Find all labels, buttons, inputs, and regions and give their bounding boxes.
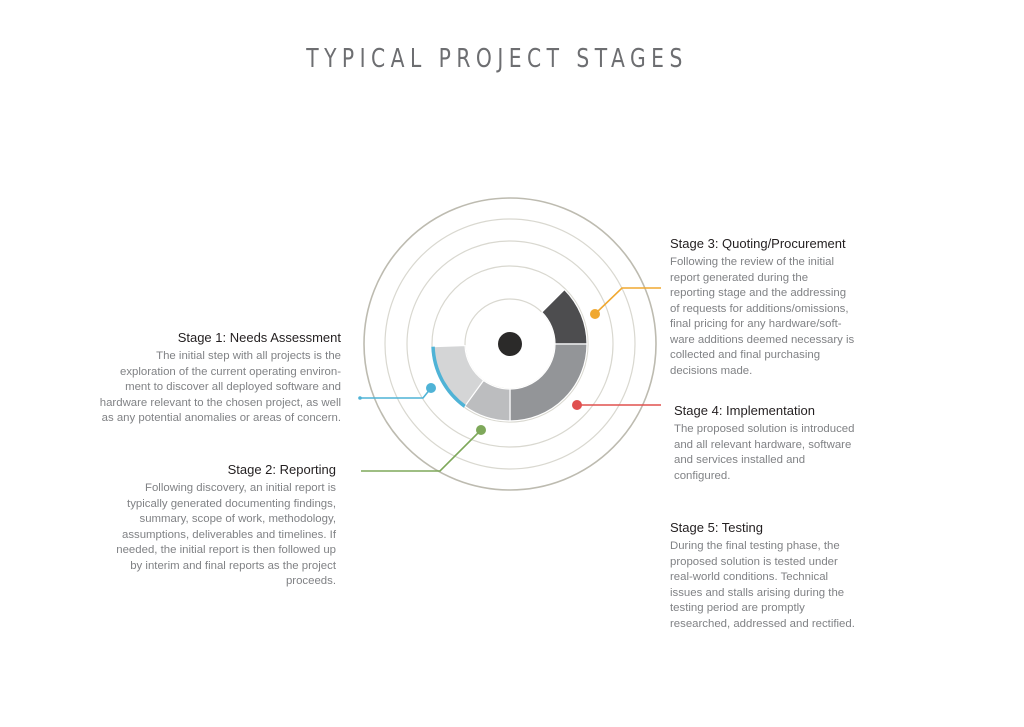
stage-description-line: issues and stalls arising during the [670, 586, 845, 599]
stage-3-connector-line [594, 287, 661, 315]
stage-description-line: Following discovery, an initial report i… [145, 482, 336, 494]
stage-description-line: decisions made. [670, 364, 753, 377]
stage-description-line: as any potential anomalies or areas of c… [101, 412, 341, 424]
stage-description-line: exploration of the current operating env… [120, 365, 341, 378]
callout-connectors [358, 287, 661, 472]
center-dot [498, 332, 522, 356]
stage-description-line: configured. [674, 469, 731, 482]
stage-description-line: ment to discover all deployed software a… [125, 381, 341, 393]
stage-description-line: The proposed solution is introduced [674, 423, 855, 435]
stage-description-line: needed, the initial report is then follo… [116, 544, 336, 556]
stage-description-line: typically generated documenting findings… [127, 497, 336, 510]
ring [384, 218, 636, 470]
stage-4-connector-dot [572, 400, 582, 410]
ring [406, 240, 614, 448]
stage-description-line: researched, addressed and rectified. [670, 617, 855, 630]
stage-description-line: hardware relevant to the chosen project,… [99, 396, 341, 409]
stage-description-line: real-world conditions. Technical [670, 571, 829, 583]
ring [363, 197, 657, 491]
stage-description-line: and all relevant hardware, software [674, 438, 852, 451]
page-title: TYPICAL PROJECT STAGES [306, 44, 688, 74]
concentric-rings [363, 197, 657, 491]
stage-description-line: Following the review of the initial [670, 256, 834, 268]
stage-3-connector-dot [590, 309, 600, 319]
stage-description-line: of requests for additions/omissions, [670, 302, 849, 315]
stage-2-connector-dot [476, 425, 486, 435]
stage-description-line: reporting stage and the addressing [670, 287, 847, 299]
stage-description-line: final pricing for any hardware/soft- [670, 318, 842, 330]
stage-description-line: During the final testing phase, the [670, 540, 840, 552]
segment-stage-3 [540, 288, 588, 345]
stage-2-connector-line [361, 429, 482, 472]
stage-description-line: proposed solution is tested under [670, 555, 838, 568]
stage-description-line: proceeds. [285, 575, 336, 587]
stage-description-line: assumptions, deliverables and timelines.… [122, 528, 336, 541]
stage-description-line: collected and final purchasing [670, 349, 821, 361]
stage-heading: Stage 1: Needs Assessment [177, 330, 341, 345]
donut-segments [431, 288, 588, 422]
stage-description-line: The initial step with all projects is th… [156, 350, 341, 362]
stage-1-highlight-arc [431, 346, 466, 408]
stage-1-connector-dot [426, 383, 436, 393]
stage-description-line: by interim and final reports as the proj… [130, 559, 336, 572]
stage-heading: Stage 5: Testing [670, 520, 763, 535]
stage-description-line: report generated during the [670, 271, 809, 284]
stage-heading: Stage 2: Reporting [227, 462, 336, 477]
stage-heading: Stage 4: Implementation [674, 403, 815, 418]
stage-heading: Stage 3: Quoting/Procurement [670, 236, 846, 251]
stage-description-line: summary, scope of work, methodology, [139, 513, 336, 525]
stage-1-connector-end-dot [358, 396, 362, 400]
stage-description-line: and services installed and [674, 454, 806, 466]
stage-description-line: ware additions deemed necessary is [670, 333, 855, 346]
stage-description-line: testing period are promptly [670, 602, 805, 614]
ring [431, 265, 589, 423]
